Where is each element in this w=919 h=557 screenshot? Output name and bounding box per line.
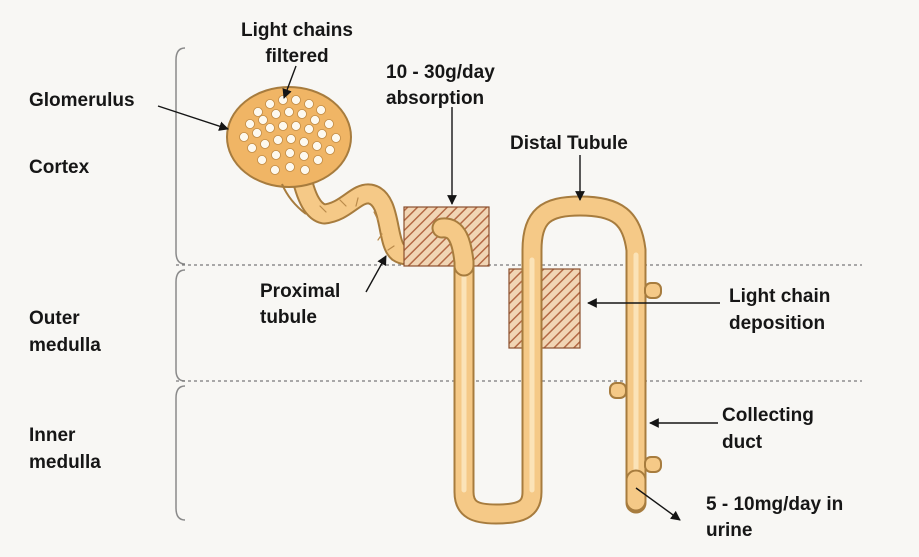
- label-absorption-line2: absorption: [386, 88, 485, 109]
- label-urine-line2: urine: [706, 520, 753, 541]
- proximal-tubule-arrow: [365, 255, 387, 293]
- light-chains-filtered-arrow: [282, 65, 297, 99]
- label-light-chain-deposition-line1: Light chain: [729, 286, 831, 307]
- label-light-chains-filtered-line2: filtered: [265, 46, 329, 67]
- pointer-arrows: [157, 65, 720, 521]
- urine-arrow: [635, 487, 681, 521]
- inner-medulla-bracket: [175, 385, 186, 521]
- zone-label-outer-medulla-line1: Outer: [29, 308, 80, 329]
- glomerulus-capsule: [226, 86, 352, 215]
- light-chain-particles: [239, 95, 341, 175]
- outer-medulla-bracket: [175, 269, 186, 382]
- label-absorption-line1: 10 - 30g/day: [386, 62, 495, 83]
- label-distal-tubule: Distal Tubule: [510, 133, 628, 154]
- label-urine-line1: 5 - 10mg/day in: [706, 494, 844, 515]
- glomerulus-arrow: [157, 105, 229, 131]
- label-collecting-duct-line2: duct: [722, 432, 763, 453]
- zone-brackets: [175, 47, 186, 521]
- cortex-bracket: [175, 47, 186, 265]
- label-proximal-tubule-line1: Proximal: [260, 281, 341, 302]
- label-glomerulus: Glomerulus: [29, 90, 135, 111]
- zone-label-inner-medulla-line2: medulla: [29, 452, 101, 473]
- label-collecting-duct-line1: Collecting: [722, 405, 814, 426]
- label-proximal-tubule-line2: tubule: [260, 307, 317, 328]
- label-light-chain-deposition-line2: deposition: [729, 313, 826, 334]
- label-light-chains-filtered-line1: Light chains: [241, 20, 353, 41]
- zone-label-cortex: Cortex: [29, 157, 90, 178]
- deposition-site-box: [508, 268, 581, 349]
- zone-label-inner-medulla-line1: Inner: [29, 425, 76, 446]
- zone-label-outer-medulla-line2: medulla: [29, 335, 101, 356]
